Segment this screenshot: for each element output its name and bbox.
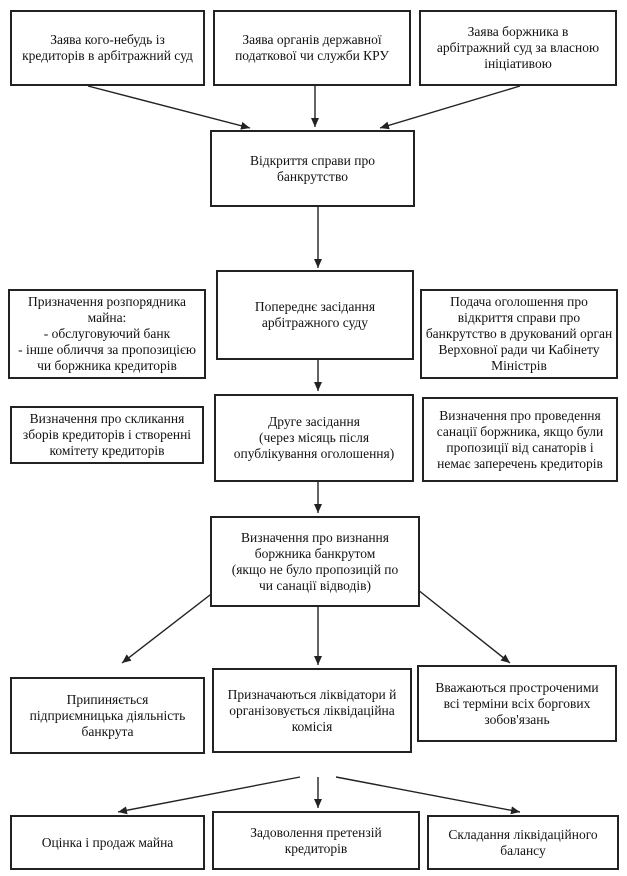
node-text-line: Подача оголошення про: [450, 294, 588, 309]
node-text-line: Визначення про визнання: [241, 529, 389, 545]
arrow-creditor-to-opening: [87, 85, 251, 130]
node-text-line: підприємницька діяльність: [29, 707, 186, 723]
node-text-line: немає заперечень кредиторів: [437, 455, 603, 471]
node-text-line: відкриття справи про: [457, 310, 581, 325]
node-text-line: Призначаються ліквідатори й: [227, 686, 397, 702]
node-text-line: Вважаються простроченими: [435, 679, 599, 695]
node-text-line: Міністрів: [491, 358, 547, 373]
node-text-line: боржника банкрутом: [254, 545, 376, 561]
node-text-line: (через місяць після: [258, 430, 370, 445]
arrow-ruling-to-overdue: [402, 577, 511, 664]
node-text-line: зобов'язань: [484, 711, 550, 727]
node-text-line: чи санації відводів): [259, 577, 371, 593]
arrow-liquidators-to-balance: [335, 776, 521, 815]
node-text-line: банкрутство: [277, 168, 348, 184]
node-text-line: Складання ліквідаційного: [448, 826, 598, 842]
node-text-line: Заява боржника в: [467, 24, 569, 39]
node-text-line: Заява кого-небудь із: [50, 32, 165, 47]
node-text-line: Визначення про проведення: [439, 407, 601, 423]
node-text-line: арбітражний суд за власною: [436, 40, 600, 55]
node-text-line: Задоволення претензій: [250, 824, 382, 840]
node-text-line: - обслуговуючий банк: [43, 326, 171, 341]
node-text-line: Припиняється: [66, 691, 149, 707]
node-text-line: комітету кредиторів: [49, 443, 165, 458]
node-text-line: арбітражного суду: [261, 315, 369, 330]
node-text-line: банкрутство в друкований орган: [425, 326, 613, 341]
node-property-sale: Оцінка і продаж майна: [10, 815, 205, 870]
node-text-line: банкрута: [81, 723, 134, 739]
node-text-line: Верховної ради чи Кабінету: [438, 342, 600, 357]
node-text-line: Попереднє засідання: [254, 299, 376, 314]
node-text-line: зборів кредиторів і створенні: [22, 427, 192, 442]
node-text-line: опублікування оголошення): [233, 446, 395, 461]
node-text-line: кредиторів: [284, 840, 348, 856]
node-text-line: балансу: [500, 842, 546, 858]
node-text-line: пропозиції від санаторів і: [446, 439, 594, 455]
node-text-line: організовується ліквідаційна: [229, 702, 395, 718]
arrow-debtor-to-opening: [379, 85, 521, 130]
node-text-line: Заява органів державної: [242, 32, 382, 47]
node-text-line: (якщо не було пропозицій по: [231, 561, 399, 577]
node-text-line: комісія: [291, 718, 333, 734]
node-text-line: всі терміни всіх боргових: [443, 695, 591, 711]
node-text-line: Призначення розпорядника: [28, 294, 186, 309]
node-text-line: Друге засідання: [268, 414, 360, 429]
node-text-line: податкової чи служби КРУ: [235, 48, 389, 63]
node-text-line: майна:: [87, 310, 127, 325]
node-text-line: Оцінка і продаж майна: [41, 834, 174, 850]
arrow-liquidators-to-sale: [117, 776, 301, 815]
node-text-line: Визначення про скликання: [29, 411, 185, 426]
node-text-line: Відкриття справи про: [249, 152, 376, 168]
node-text-line: ініціативою: [484, 56, 552, 71]
node-text-line: санації боржника, якщо були: [436, 423, 604, 439]
node-text-line: кредиторів в арбітражний суд: [22, 48, 193, 63]
node-text-line: - інше обличчя за пропозицією: [18, 342, 196, 357]
node-text-line: чи боржника кредиторів: [37, 358, 177, 373]
